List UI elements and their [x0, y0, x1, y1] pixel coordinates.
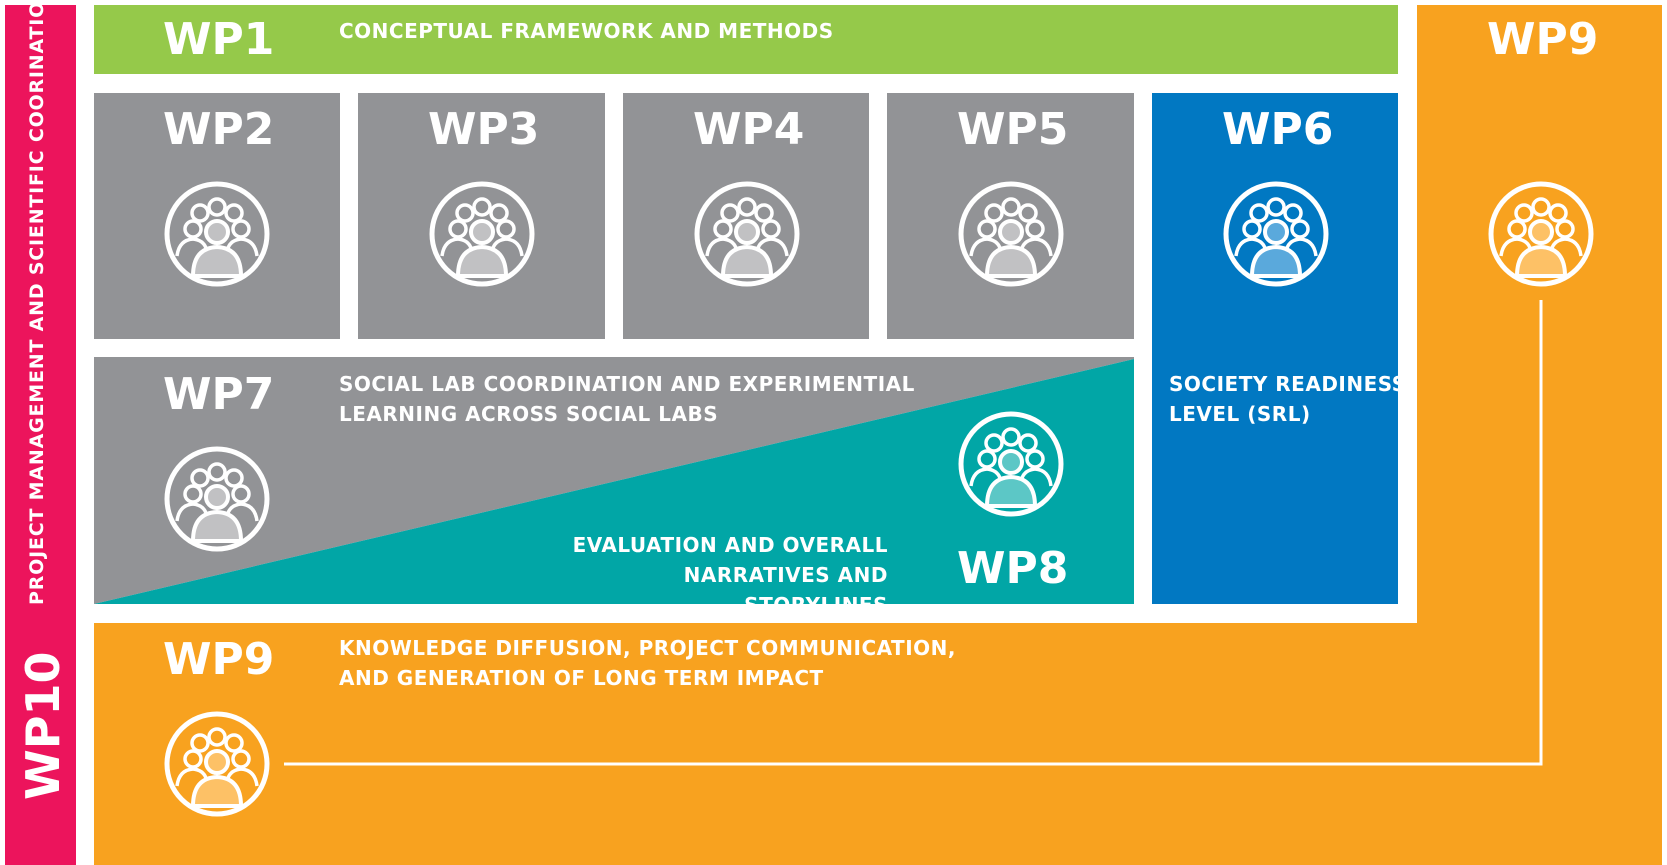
wp1-bar: [94, 5, 1398, 74]
wp2-label: WP2: [163, 104, 275, 155]
wp9-label: WP9: [163, 634, 275, 685]
wp4-label: WP4: [693, 104, 805, 155]
wp5-label: WP5: [957, 104, 1069, 155]
wp7-description: SOCIAL LAB COORDINATION AND EXPERIMENTIA…: [339, 372, 915, 426]
wp9-bottom-band: [94, 623, 1662, 865]
wp8-description: EVALUATION AND OVERALL NARRATIVES AND ST…: [572, 533, 888, 617]
wp8-label: WP8: [957, 543, 1069, 594]
wp9-description: KNOWLEDGE DIFFUSION, PROJECT COMMUNICATI…: [339, 636, 956, 690]
wp9-right-label: WP9: [1487, 14, 1599, 65]
wp6-box: [1152, 93, 1398, 604]
wp7-wp8-split-box: [94, 357, 1134, 604]
wp1-description: CONCEPTUAL FRAMEWORK AND METHODS: [339, 19, 834, 43]
wp10-bar: [5, 5, 76, 865]
wp6-description: SOCIETY READINESS LEVEL (SRL): [1169, 372, 1407, 426]
wp7-label: WP7: [163, 369, 275, 420]
wp1-label: WP1: [163, 14, 275, 65]
wp3-label: WP3: [428, 104, 540, 155]
wp6-label: WP6: [1222, 104, 1334, 155]
